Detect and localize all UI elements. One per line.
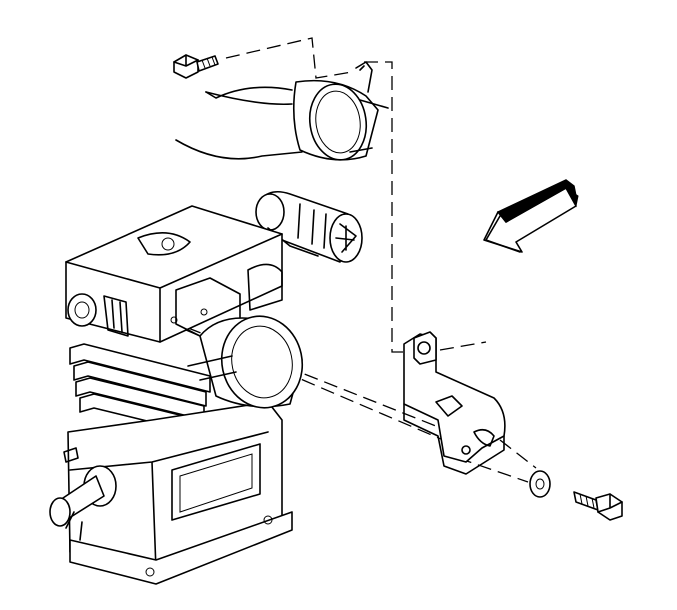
mounting-bracket	[404, 332, 505, 474]
bolt-lower	[574, 492, 622, 520]
air-compressor	[50, 206, 311, 584]
front-direction-arrow	[484, 180, 578, 252]
bolt-upper	[174, 55, 218, 78]
duct-hose	[176, 62, 388, 164]
washer	[530, 471, 550, 497]
governor	[256, 192, 362, 262]
